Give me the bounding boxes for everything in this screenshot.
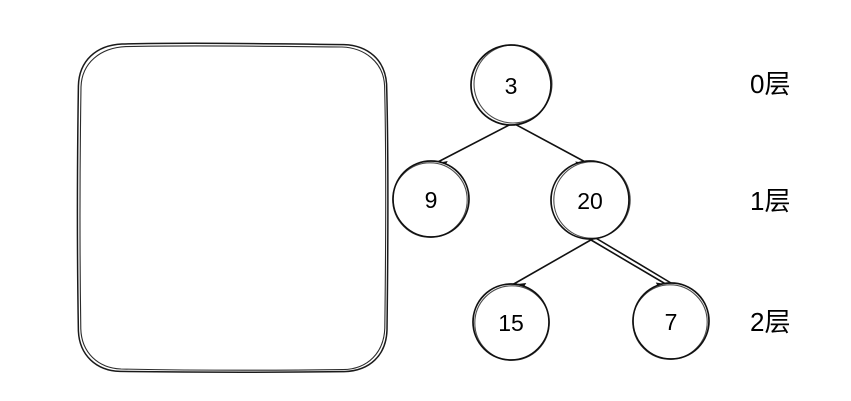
tree-node-7[interactable]: 7 [632,282,710,360]
rounded-rectangle-outline [76,42,389,373]
tree-node-9[interactable]: 9 [392,160,470,238]
level-label-0: 0层 [750,69,790,99]
level-labels: 0层 1层 2层 [750,69,790,337]
node-circle-ghost [392,162,468,238]
node-label: 7 [665,309,678,335]
node-circle-ghost [474,285,550,361]
tree-node-3[interactable]: 3 [470,44,553,126]
tree-node-20[interactable]: 20 [550,160,631,240]
node-label: 9 [425,187,438,213]
rounded-rectangle-shape[interactable] [76,42,389,373]
node-label: 20 [577,188,603,214]
node-circle-ghost [632,284,708,360]
tree-node-15[interactable]: 15 [472,283,550,361]
rounded-rectangle-outline-ghost [79,45,387,371]
node-circle [550,160,630,240]
node-label: 15 [498,310,524,336]
node-circle-ghost [553,161,631,239]
node-label: 3 [505,73,518,99]
level-label-2: 2层 [750,307,790,337]
level-label-1: 1层 [750,186,790,216]
edge-20-to-15 [511,236,597,295]
node-circle-ghost [473,44,553,124]
